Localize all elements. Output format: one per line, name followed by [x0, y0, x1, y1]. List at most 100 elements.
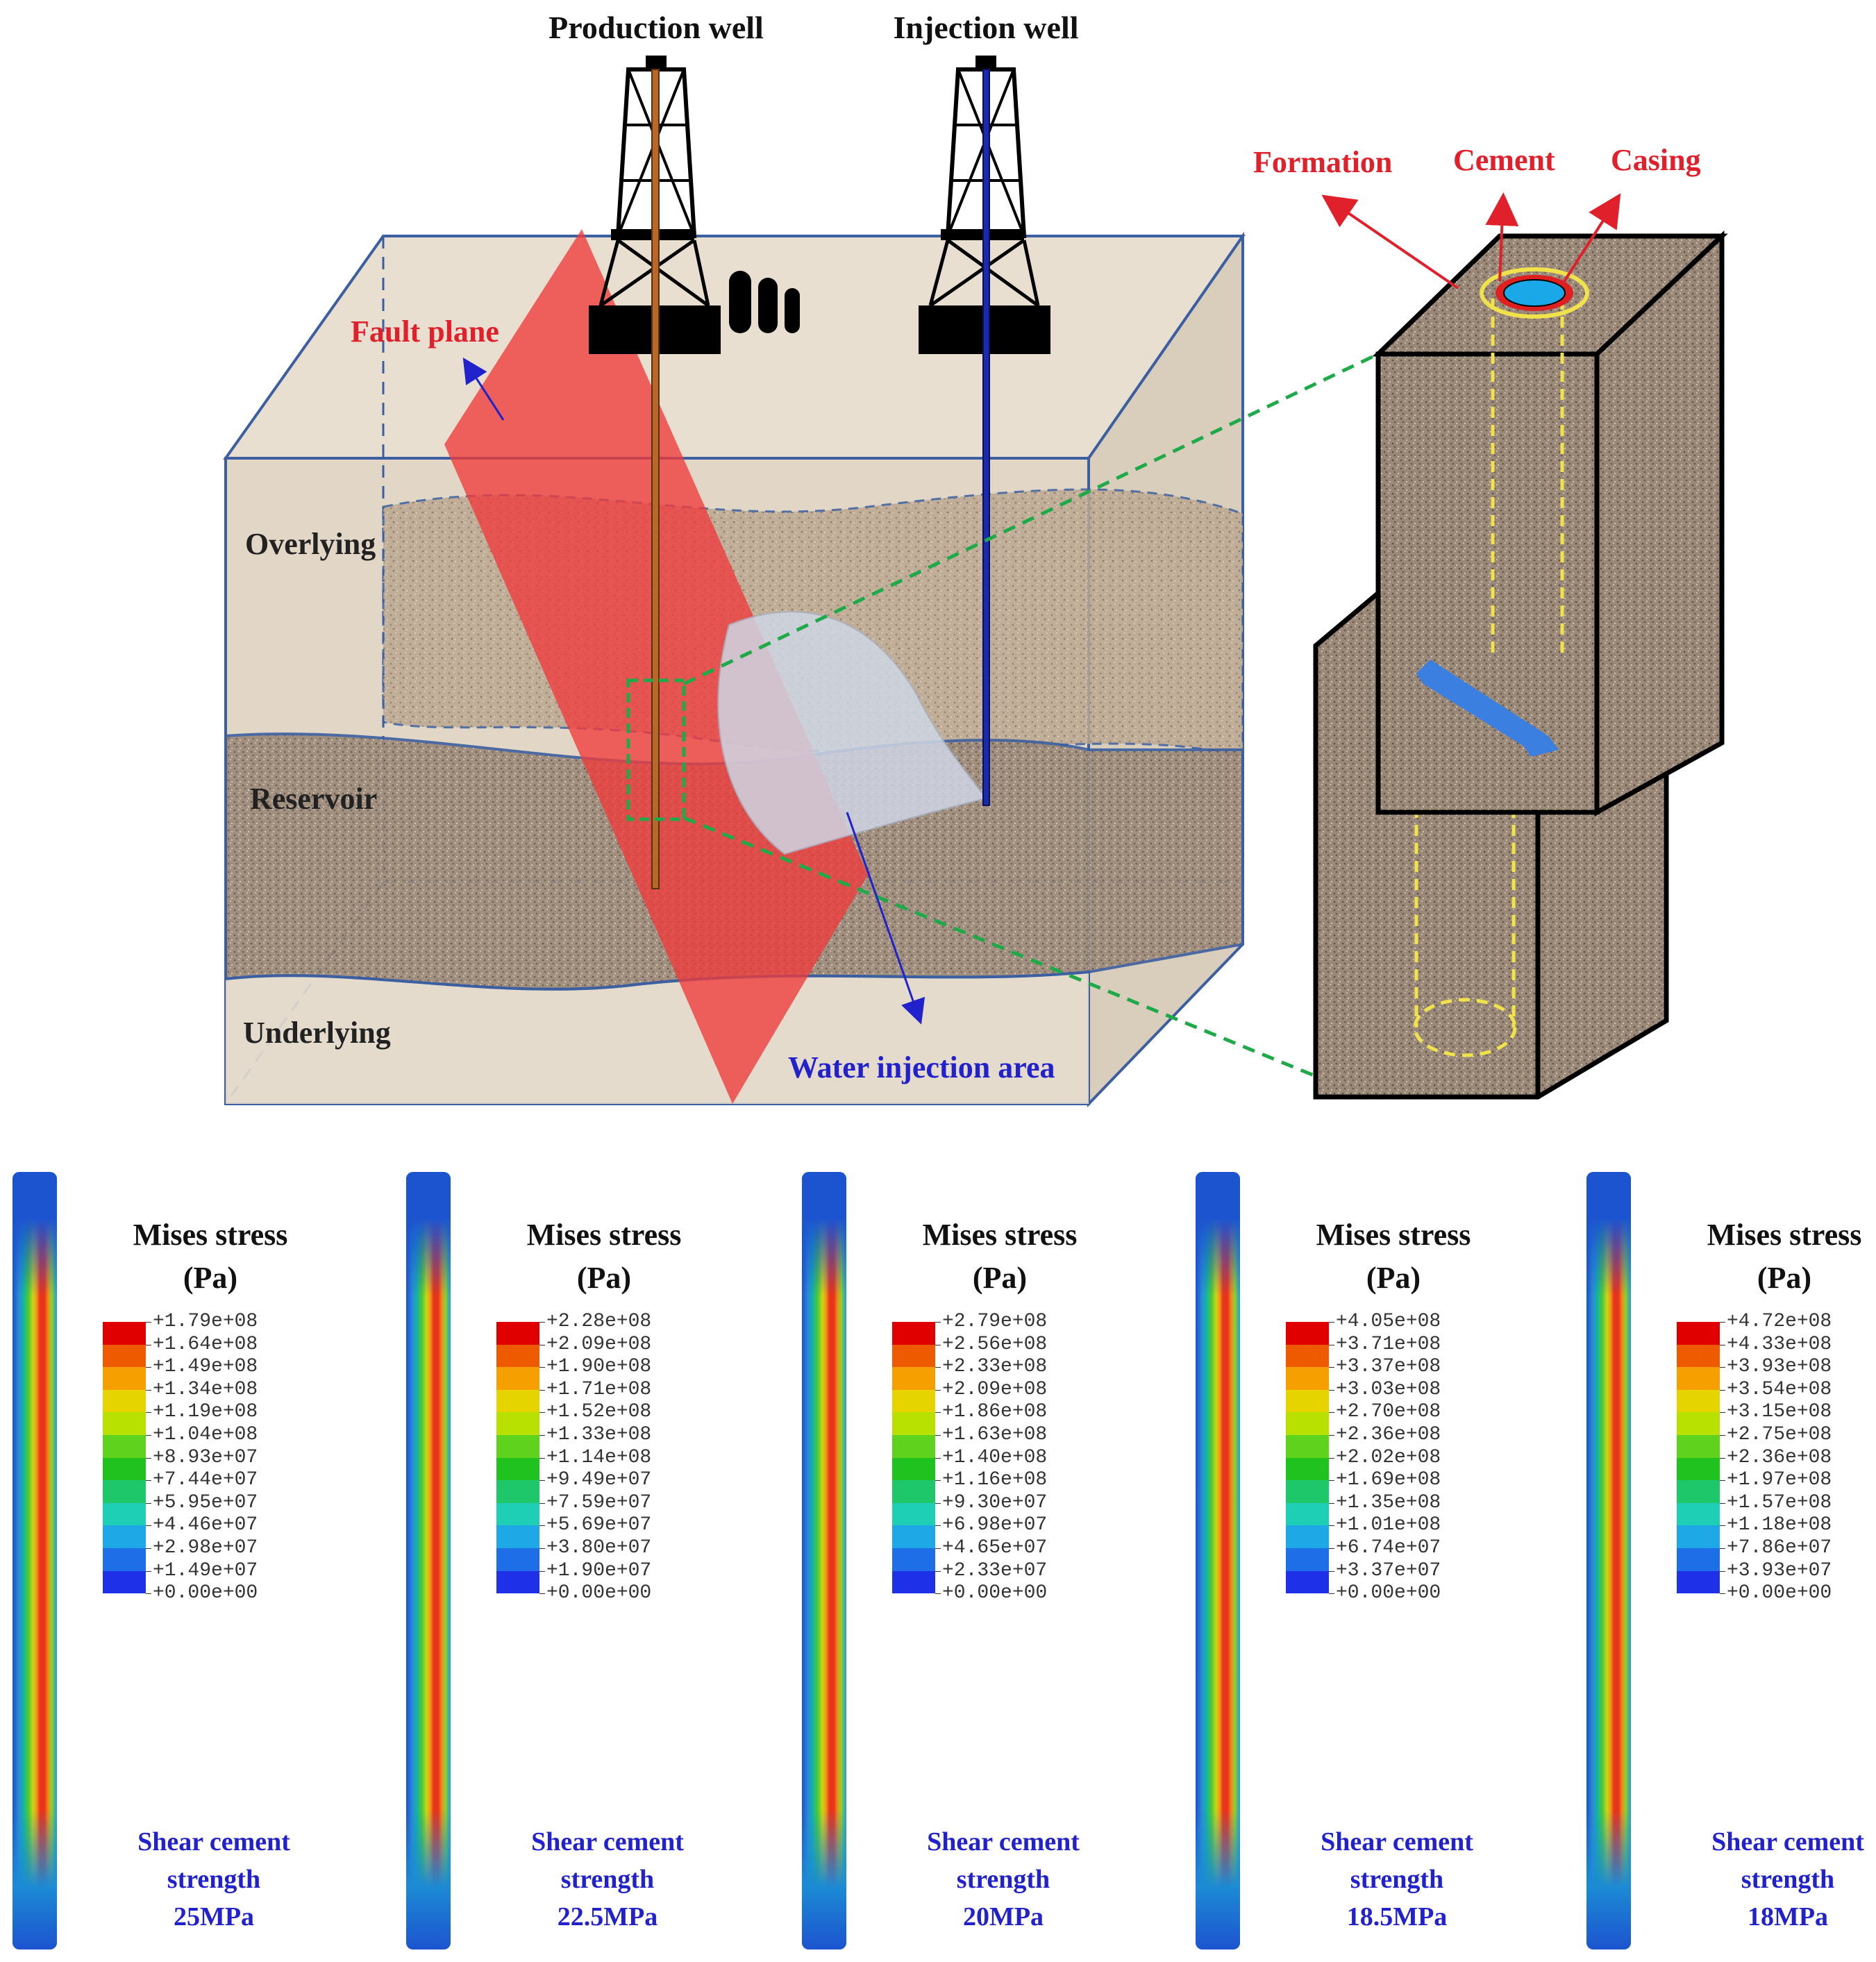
legend-value: +2.09e+08: [942, 1378, 1048, 1400]
legend-swatch: [103, 1502, 146, 1526]
legend-tick: [1329, 1548, 1334, 1549]
legend-tick: [1720, 1389, 1725, 1391]
legend-tick: [539, 1434, 545, 1436]
legend-swatch: [103, 1367, 146, 1390]
legend-tick: [539, 1548, 545, 1549]
legend-value: +6.74e+07: [1336, 1536, 1441, 1559]
legend-value: +3.80e+07: [546, 1536, 652, 1559]
legend-value: +2.28e+08: [546, 1311, 652, 1332]
legend-swatch: [103, 1434, 146, 1458]
legend-swatch: [496, 1457, 539, 1481]
water-injection-area: [717, 611, 987, 855]
legend-value: +3.03e+08: [1336, 1378, 1441, 1400]
legend-tick: [1720, 1570, 1725, 1572]
legend-swatch: [892, 1434, 935, 1458]
casing-label: Casing: [1611, 143, 1701, 177]
legend-value: +1.35e+08: [1336, 1491, 1441, 1514]
legend-tick: [935, 1457, 941, 1459]
legend-value: +0.00e+00: [1336, 1582, 1441, 1604]
legend-tick: [146, 1322, 151, 1323]
legend-tick: [146, 1412, 151, 1414]
legend-tick: [935, 1480, 941, 1482]
legend-value: +0.00e+00: [1727, 1582, 1832, 1604]
caption-line: strength: [560, 1865, 655, 1894]
legend-tick: [1329, 1434, 1334, 1436]
caption-line: strength: [956, 1865, 1050, 1894]
panel-unit: (Pa): [1757, 1261, 1812, 1295]
legend-swatch: [1677, 1322, 1720, 1345]
cement-label: Cement: [1453, 143, 1555, 177]
legend-swatch: [892, 1344, 935, 1368]
legend-swatch: [1286, 1389, 1329, 1413]
legend-swatch: [1286, 1367, 1329, 1390]
casing-contour-bar: [802, 1172, 846, 1950]
legend-value: +1.71e+08: [546, 1378, 652, 1400]
legend-swatch: [892, 1502, 935, 1526]
legend-swatch: [103, 1344, 146, 1368]
legend-swatch: [892, 1389, 935, 1413]
legend-value: +1.69e+08: [1336, 1469, 1441, 1491]
stress-panel: Mises stress(Pa)+2.79e+08+2.56e+08+2.33e…: [802, 1172, 1170, 1950]
legend-tick: [935, 1434, 941, 1436]
legend-swatch: [892, 1367, 935, 1390]
legend-swatch: [496, 1367, 539, 1390]
legend-tick: [1329, 1412, 1334, 1414]
legend-tick: [935, 1389, 941, 1391]
legend-swatch: [496, 1480, 539, 1503]
water-injection-label: Water injection area: [788, 1050, 1055, 1084]
legend-value: +4.46e+07: [153, 1514, 258, 1536]
legend-swatch: [1677, 1412, 1720, 1435]
legend-swatch: [1286, 1548, 1329, 1571]
legend-swatch: [1286, 1525, 1329, 1548]
legend-value: +1.90e+08: [546, 1356, 652, 1378]
legend-value: +3.37e+08: [1336, 1356, 1441, 1378]
legend-swatch: [1677, 1367, 1720, 1390]
legend-value: +1.04e+08: [153, 1423, 258, 1445]
legend-tick: [539, 1322, 545, 1323]
legend-swatch: [1677, 1480, 1720, 1503]
legend-swatch: [496, 1548, 539, 1571]
caption-line: strength: [1350, 1865, 1444, 1894]
legend-tick: [539, 1457, 545, 1459]
legend-swatch: [1286, 1322, 1329, 1345]
underlying-label: Underlying: [243, 1016, 391, 1050]
casing-contour-bar: [1586, 1172, 1631, 1950]
legend-tick: [539, 1502, 545, 1504]
legend-swatch: [892, 1322, 935, 1345]
caption-line: Shear cement: [1321, 1827, 1473, 1856]
legend-tick: [539, 1525, 545, 1527]
legend-swatch: [1286, 1412, 1329, 1435]
legend-value: +1.86e+08: [942, 1401, 1048, 1423]
legend-tick: [539, 1412, 545, 1414]
legend-tick: [935, 1593, 941, 1595]
legend-swatch: [103, 1322, 146, 1345]
legend-tick: [1329, 1502, 1334, 1504]
legend-tick: [146, 1502, 151, 1504]
legend-value: +1.16e+08: [942, 1469, 1048, 1491]
legend-value: +1.33e+08: [546, 1423, 652, 1445]
legend-value: +3.71e+08: [1336, 1333, 1441, 1355]
casing-pointer: [1561, 193, 1621, 286]
legend-swatch: [1677, 1389, 1720, 1413]
legend-tick: [1329, 1593, 1334, 1595]
legend-swatch: [1286, 1570, 1329, 1594]
stress-panel: Mises stress(Pa)+4.05e+08+3.71e+08+3.37e…: [1196, 1172, 1564, 1950]
casing-contour-bar: [1196, 1172, 1240, 1950]
legend-value: +2.33e+07: [942, 1559, 1048, 1582]
panel-title: Mises stress: [1316, 1218, 1471, 1252]
stress-panel: Mises stress(Pa)+4.72e+08+4.33e+08+3.93e…: [1586, 1172, 1876, 1950]
legend-value: +0.00e+00: [153, 1582, 258, 1604]
legend-value: +3.54e+08: [1727, 1378, 1832, 1400]
legend-value: +1.18e+08: [1727, 1514, 1832, 1536]
reservoir-label: Reservoir: [250, 782, 377, 816]
legend-value: +1.57e+08: [1727, 1491, 1832, 1514]
legend-value: +2.98e+07: [153, 1536, 258, 1559]
legend-swatch: [1286, 1502, 1329, 1526]
legend-swatch: [496, 1344, 539, 1368]
legend-swatch: [496, 1412, 539, 1435]
legend-value: +1.64e+08: [153, 1333, 258, 1355]
legend-tick: [146, 1367, 151, 1368]
legend-swatch: [892, 1570, 935, 1594]
